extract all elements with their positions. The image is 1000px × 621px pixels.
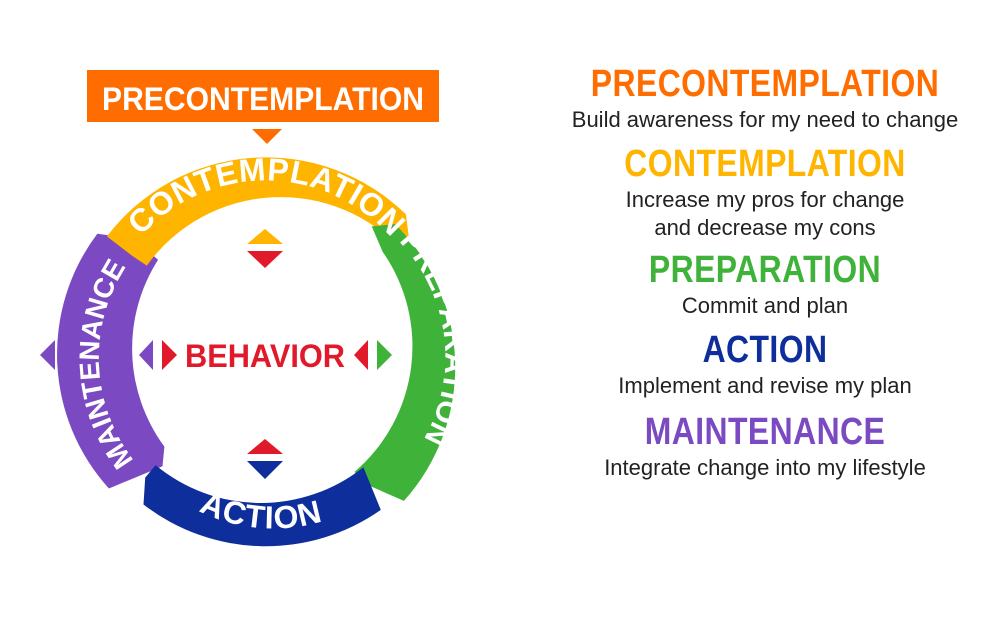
left-diamond-icon [139, 340, 177, 370]
stage-ring [57, 157, 456, 547]
stage-legend: PRECONTEMPLATION Build awareness for my … [530, 62, 1000, 482]
left-outer-arrow-icon [40, 340, 55, 370]
precontemplation-description: Build awareness for my need to change [571, 107, 959, 132]
down-arrow-icon [252, 129, 282, 144]
bottom-diamond-icon [247, 439, 283, 479]
preparation-description: Commit and plan [681, 293, 849, 318]
preparation-title: PREPARATION [648, 249, 882, 291]
preparation-segment [354, 224, 456, 501]
bottom-diamond-upper [247, 439, 283, 454]
maintenance-title: MAINTENANCE [644, 411, 886, 453]
maintenance-segment [57, 233, 165, 489]
right-diamond-left [354, 340, 368, 370]
top-diamond-upper [247, 229, 283, 244]
right-diamond-right [377, 340, 392, 370]
legend-preparation: PREPARATION Commit and plan [530, 248, 1000, 320]
contemplation-title: CONTEMPLATION [624, 143, 906, 185]
contemplation-segment [106, 157, 410, 266]
contemplation-description: Increase my pros for change and decrease… [625, 187, 905, 240]
top-diamond-icon [247, 229, 283, 268]
precontemplation-title: PRECONTEMPLATION [590, 63, 940, 105]
left-diamond-right [162, 340, 177, 370]
action-segment [143, 465, 381, 547]
precontemplation-box-label: PRECONTEMPLATION [102, 81, 424, 117]
precontemplation-box: PRECONTEMPLATION [87, 70, 439, 144]
action-description: Implement and revise my plan [618, 373, 912, 398]
legend-contemplation: CONTEMPLATION Increase my pros for chang… [530, 142, 1000, 242]
maintenance-description: Integrate change into my lifestyle [604, 455, 926, 480]
action-title: ACTION [702, 329, 828, 371]
top-diamond-lower [247, 251, 283, 268]
bottom-diamond-lower [247, 461, 283, 479]
legend-precontemplation: PRECONTEMPLATION Build awareness for my … [530, 62, 1000, 134]
behavior-label: BEHAVIOR [185, 338, 345, 374]
legend-maintenance: MAINTENANCE Integrate change into my lif… [530, 410, 1000, 482]
precontemplation-box-bg [87, 70, 439, 122]
right-diamond-icon [354, 340, 392, 370]
legend-action: ACTION Implement and revise my plan [530, 328, 1000, 400]
left-diamond-left [139, 340, 153, 370]
